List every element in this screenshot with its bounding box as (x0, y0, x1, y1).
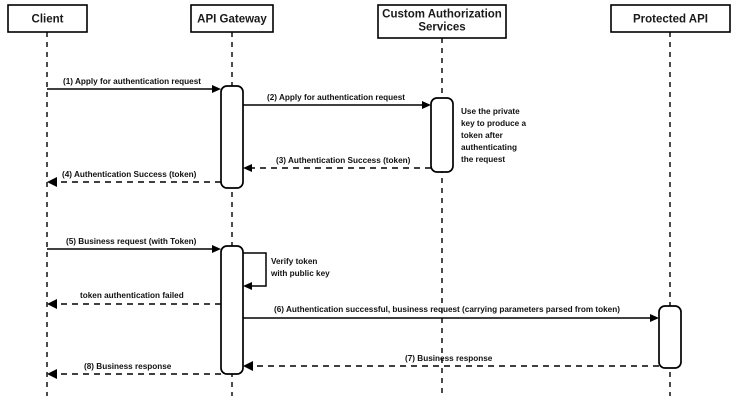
self-message-verify-token-path (243, 252, 267, 287)
message-token-authentication-failed-arrowhead (47, 299, 57, 309)
activation-protected-api[interactable] (658, 305, 682, 369)
self-message-verify-token-arrowhead (243, 282, 252, 290)
note-private-key-line-2: key to produce a (461, 119, 527, 128)
self-message-verify-token[interactable]: Verify token with public key (243, 252, 330, 290)
message-8[interactable]: (8) Business response (47, 362, 221, 379)
message-2-label: (2) Apply for authentication request (267, 93, 405, 102)
lifelines-group (46, 32, 671, 396)
message-3[interactable]: (3) Authentication Success (token) (243, 156, 431, 172)
note-private-key-line-1: Use the private (461, 107, 520, 116)
message-6-label: (6) Authentication successful, business … (274, 305, 620, 314)
message-5[interactable]: (5) Business request (with Token) (47, 237, 221, 253)
participant-label-client: Client (32, 14, 64, 26)
self-message-verify-token-label-line2: with public key (270, 269, 330, 278)
activation-bars-group (220, 85, 682, 375)
message-1[interactable]: (1) Apply for authentication request (47, 77, 221, 93)
participant-label-api-gateway: API Gateway (197, 14, 267, 26)
message-3-label: (3) Authentication Success (token) (276, 156, 411, 165)
participant-label-protected-api: Protected API (633, 14, 708, 26)
participant-label-custom-authorization-services-line2: Services (418, 22, 465, 34)
message-2-arrowhead (422, 101, 431, 109)
activation-custom-auth[interactable] (430, 97, 454, 173)
message-2[interactable]: (2) Apply for authentication request (243, 93, 431, 109)
self-message-verify-token-label-line1: Verify token (271, 257, 317, 266)
activation-api-gateway-business[interactable] (220, 245, 244, 375)
note-private-key: Use the private key to produce a token a… (461, 107, 527, 164)
message-7-label: (7) Business response (405, 354, 493, 363)
participant-box-protected-api[interactable] (610, 4, 731, 33)
message-8-arrowhead (47, 369, 57, 379)
participant-box-client[interactable] (7, 4, 88, 33)
message-6[interactable]: (6) Authentication successful, business … (243, 305, 659, 322)
message-4-label: (4) Authentication Success (token) (62, 170, 197, 179)
participant-custom-authorization-services[interactable]: Custom Authorization Services (377, 4, 507, 39)
participant-client[interactable]: Client (7, 4, 88, 33)
message-1-label: (1) Apply for authentication request (63, 77, 201, 86)
message-5-label: (5) Business request (with Token) (66, 237, 197, 246)
message-1-arrowhead (212, 85, 221, 93)
message-token-authentication-failed[interactable]: token authentication failed (47, 291, 221, 309)
note-private-key-line-3: token after (461, 131, 504, 140)
message-4[interactable]: (4) Authentication Success (token) (47, 170, 221, 187)
message-6-arrowhead (650, 314, 659, 322)
message-8-label: (8) Business response (84, 362, 172, 371)
message-4-arrowhead (47, 177, 57, 187)
note-private-key-line-5: the request (461, 155, 505, 164)
participant-box-custom-authorization-services[interactable] (377, 4, 507, 39)
note-private-key-line-4: authenticating (461, 143, 517, 152)
message-7-arrowhead (243, 361, 253, 371)
activation-api-gateway-auth[interactable] (220, 85, 244, 189)
participant-api-gateway[interactable]: API Gateway (190, 4, 274, 33)
message-7[interactable]: (7) Business response (243, 354, 659, 371)
message-3-arrowhead (243, 164, 252, 172)
participant-box-api-gateway[interactable] (190, 4, 274, 33)
message-token-authentication-failed-label: token authentication failed (80, 291, 184, 300)
participant-label-custom-authorization-services-line1: Custom Authorization (382, 9, 502, 21)
message-5-arrowhead (212, 245, 221, 253)
participant-protected-api[interactable]: Protected API (610, 4, 731, 33)
